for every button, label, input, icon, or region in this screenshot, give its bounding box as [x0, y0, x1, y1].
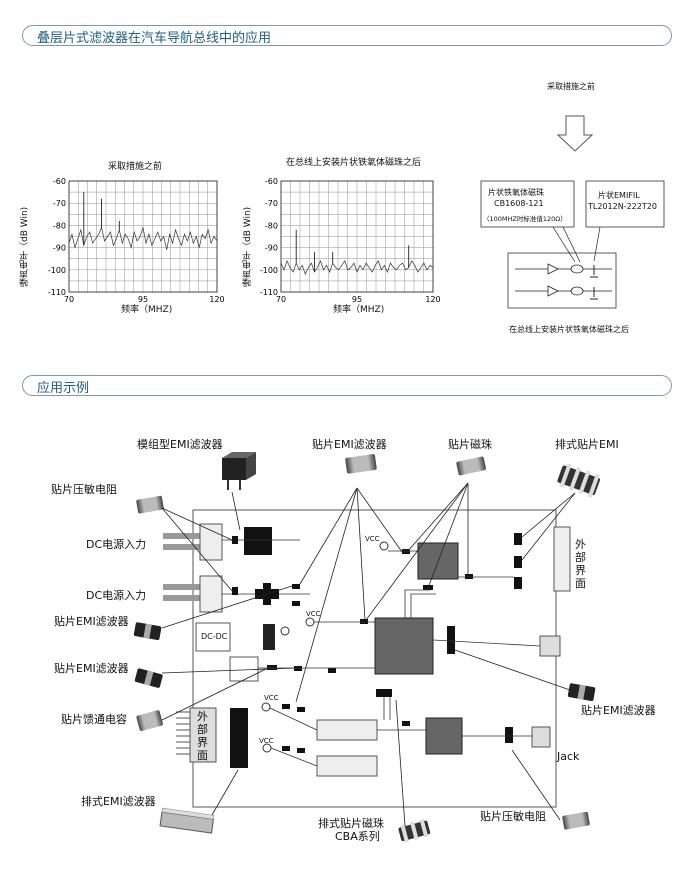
label-dc-in-2: DC电源入力: [86, 589, 147, 602]
chart-before-xlabel: 频率（MHZ): [121, 305, 173, 315]
ext-left-char-1: 外: [197, 710, 208, 723]
y-tick-label: -60: [53, 177, 66, 186]
y-tick-label: -100: [48, 266, 66, 275]
section-title-2: 应用示例: [37, 381, 90, 396]
label-varistor-left: 贴片压敏电阻: [51, 483, 117, 496]
ext-left-char-4: 面: [197, 749, 208, 762]
x-tick-label: 120: [425, 295, 440, 304]
noise-series-line: [68, 226, 218, 250]
ext-right-char-4: 面: [575, 577, 586, 590]
label-dc-in-1: DC电源入力: [86, 538, 147, 551]
ext-left-char-3: 界: [197, 736, 208, 749]
label-chip-emi-left-2: 贴片EMI滤波器: [54, 662, 129, 675]
y-tick-label: -60: [265, 177, 278, 186]
x-tick-label: 95: [352, 295, 362, 304]
label-feedthrough-cap: 贴片馈通电容: [61, 713, 127, 726]
emifil-label: 片状EMIFIL: [598, 191, 640, 200]
bead-label: 片状铁氧体磁珠: [488, 188, 544, 197]
section-title-bar-2: 应用示例: [22, 375, 672, 396]
array-emi-top-icon: [557, 463, 601, 498]
y-tick-label: -70: [265, 199, 278, 208]
y-tick-label: -110: [260, 288, 278, 297]
label-chip-bead-top: 贴片磁珠: [448, 438, 492, 451]
x-tick-label: 120: [209, 295, 224, 304]
plot-frame: [280, 180, 434, 293]
ic-main: [374, 617, 434, 675]
label-varistor-right: 贴片压敏电阻: [480, 810, 546, 823]
y-tick-label: -100: [260, 266, 278, 275]
label-array-bead-2: CBA系列: [335, 830, 380, 843]
varistor-left-icon: [136, 495, 164, 514]
label-chip-emi-right: 贴片EMI滤波器: [581, 704, 656, 717]
x-tick-label: 70: [276, 295, 286, 304]
emifil-part: TL2012N-222T20: [588, 202, 657, 211]
module-emi-filter-icon: [222, 452, 256, 490]
array-emi-bottom-icon: [159, 807, 215, 834]
label-dcdc: DC-DC: [201, 632, 228, 641]
chart-after-xlabel: 频率（MHZ): [333, 305, 385, 315]
external-interface-right: 外 部 界 面: [575, 538, 587, 590]
y-tick-label: -90: [265, 244, 278, 253]
bead-note: （100MHZ时标准值120Ω）: [483, 215, 567, 223]
x-tick-label: 70: [64, 295, 74, 304]
label-vcc-2: VCC: [306, 610, 321, 618]
label-array-emi-top: 排式贴片EMI: [555, 438, 619, 451]
label-module-emi: 模组型EMI滤波器: [137, 438, 223, 451]
section-title-bar-1: 叠层片式滤波器在汽车导航总线中的应用: [22, 25, 672, 46]
label-vcc-3: VCC: [264, 694, 279, 702]
ext-right-char-2: 部: [575, 551, 586, 564]
section-title-1: 叠层片式滤波器在汽车导航总线中的应用: [37, 31, 272, 46]
varistor-right-icon: [562, 811, 590, 830]
bead-part: CB1608-121: [494, 199, 544, 208]
x-tick-label: 95: [138, 295, 148, 304]
chip-emi-right-icon: [567, 683, 596, 701]
label-chip-emi-left-1: 贴片EMI滤波器: [54, 615, 129, 628]
feedthrough-cap-icon: [136, 710, 163, 732]
label-array-emi-bottom: 排式EMI滤波器: [81, 795, 156, 808]
y-tick-label: -90: [53, 244, 66, 253]
noise-series-line: [280, 259, 434, 276]
label-vcc-4: VCC: [259, 737, 274, 745]
external-interface-left: 外 部 界 面: [197, 710, 209, 762]
plot-frame: [68, 180, 218, 293]
chip-emi-left-2-icon: [134, 668, 163, 688]
chart-after-title: 在总线上安装片状铁氧体磁珠之后: [286, 158, 422, 168]
label-array-bead-1: 排式贴片磁珠: [318, 817, 384, 830]
ic-bottom: [425, 717, 463, 755]
y-tick-label: -80: [53, 221, 66, 230]
y-tick-label: -70: [53, 199, 66, 208]
chip-bead-top-icon: [456, 456, 486, 476]
label-chip-emi-top: 贴片EMI滤波器: [312, 438, 387, 451]
circuit-before-label: 采取措施之前: [547, 82, 595, 91]
circuit-after-label: 在总线上安装片状铁氧体磁珠之后: [509, 325, 629, 334]
label-vcc-1: VCC: [365, 535, 380, 543]
label-jack: Jack: [557, 750, 580, 763]
ext-right-char-1: 外: [575, 538, 586, 551]
y-tick-label: -80: [265, 221, 278, 230]
chart-before-title: 采取措施之前: [108, 162, 163, 172]
y-tick-label: -110: [48, 288, 66, 297]
chip-emi-left-1-icon: [133, 622, 162, 640]
chip-emi-top-icon: [345, 454, 377, 474]
ext-left-char-2: 部: [197, 723, 208, 736]
ic-top: [417, 542, 459, 580]
ext-right-char-3: 界: [575, 564, 586, 577]
array-bead-bottom-icon: [398, 819, 431, 843]
